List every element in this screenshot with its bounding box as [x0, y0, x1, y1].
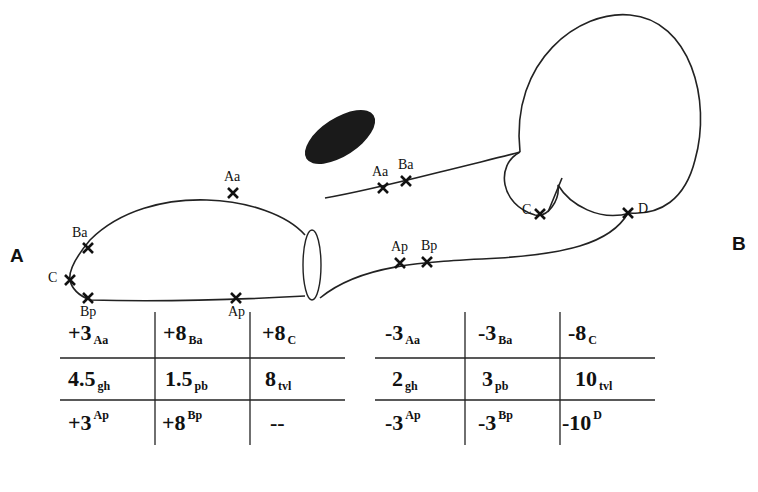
table-value: -8: [568, 322, 586, 344]
table-value: 10: [575, 368, 597, 390]
table-subscript: Aa: [94, 334, 109, 346]
table-subscript: Ap: [94, 409, 109, 421]
table-subscript: D: [593, 409, 602, 421]
table-subscript: Bp: [498, 409, 513, 421]
panel-letter: B: [732, 234, 746, 253]
prolapse-outline: [519, 15, 701, 214]
table-value: +8: [162, 412, 186, 434]
point-label: Ap: [228, 305, 245, 319]
hymen-ring: [303, 230, 321, 300]
grid-lines: [60, 312, 655, 445]
table-value: +8: [262, 322, 286, 344]
table-subscript: gh: [405, 380, 418, 392]
table-subscript: Ba: [189, 334, 203, 346]
point-label: Aa: [224, 170, 240, 184]
vaginal-outline: [70, 200, 305, 301]
table-value: -10: [562, 412, 591, 434]
table-value: -3: [478, 322, 496, 344]
table-value: -3: [385, 322, 403, 344]
table-value: -3: [385, 412, 403, 434]
table-subscript: tvl: [278, 380, 291, 392]
posterior-wall: [320, 213, 628, 298]
table-value: 8: [265, 368, 276, 390]
point-label: D: [638, 202, 648, 216]
table-subscript: pb: [195, 380, 208, 392]
point-marks: [65, 176, 633, 303]
table-subscript: C: [588, 334, 597, 346]
table-subscript: Aa: [405, 334, 420, 346]
table-value: --: [270, 412, 285, 434]
table-value: 1.5: [165, 368, 193, 390]
point-label: Ap: [391, 240, 408, 254]
table-value: +3: [68, 322, 92, 344]
table-value: 3: [482, 368, 493, 390]
table-subscript: gh: [98, 380, 111, 392]
table-value: +8: [163, 322, 187, 344]
table-subscript: tvl: [599, 380, 612, 392]
table-subscript: Ap: [405, 409, 420, 421]
point-label: Aa: [372, 165, 388, 179]
point-label: Bp: [421, 239, 437, 253]
point-label: Bp: [80, 305, 96, 319]
pubic-bone: [296, 99, 384, 174]
point-label: Ba: [72, 226, 88, 240]
table-value: 2: [392, 368, 403, 390]
point-label: C: [522, 203, 531, 217]
anterior-wall: [325, 152, 520, 198]
table-subscript: pb: [495, 380, 508, 392]
panel-letter: A: [10, 246, 24, 265]
table-value: 4.5: [68, 368, 96, 390]
table-subscript: Ba: [498, 334, 512, 346]
table-subscript: Bp: [188, 409, 203, 421]
table-value: +3: [68, 412, 92, 434]
point-label: C: [48, 271, 57, 285]
table-value: -3: [478, 412, 496, 434]
table-subscript: C: [288, 334, 297, 346]
point-label: Ba: [398, 158, 414, 172]
cervix-line: [548, 178, 562, 212]
